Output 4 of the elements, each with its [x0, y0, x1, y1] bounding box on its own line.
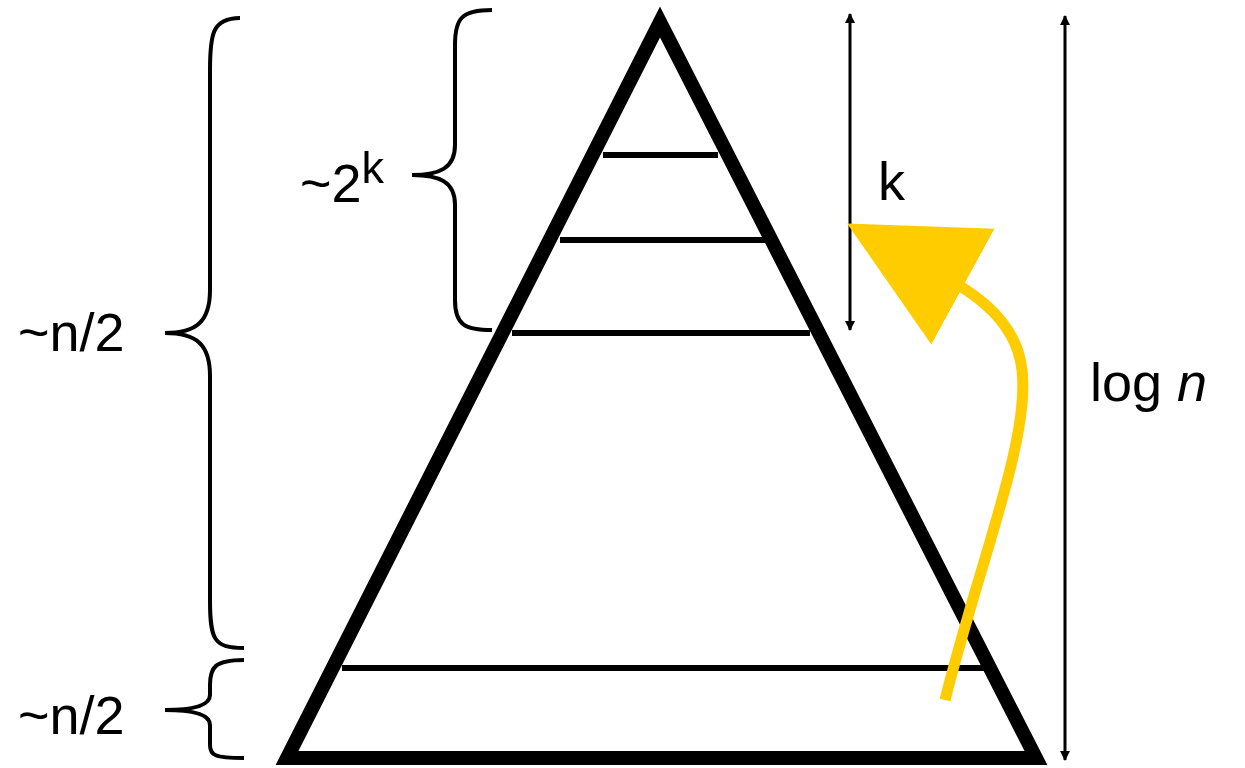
dimension-label: k — [878, 154, 905, 208]
brace-label: ~n/2 — [18, 305, 125, 359]
brace-label: ~2$^{k}$ — [300, 145, 385, 210]
brace-label: ~n/2 — [18, 688, 125, 742]
